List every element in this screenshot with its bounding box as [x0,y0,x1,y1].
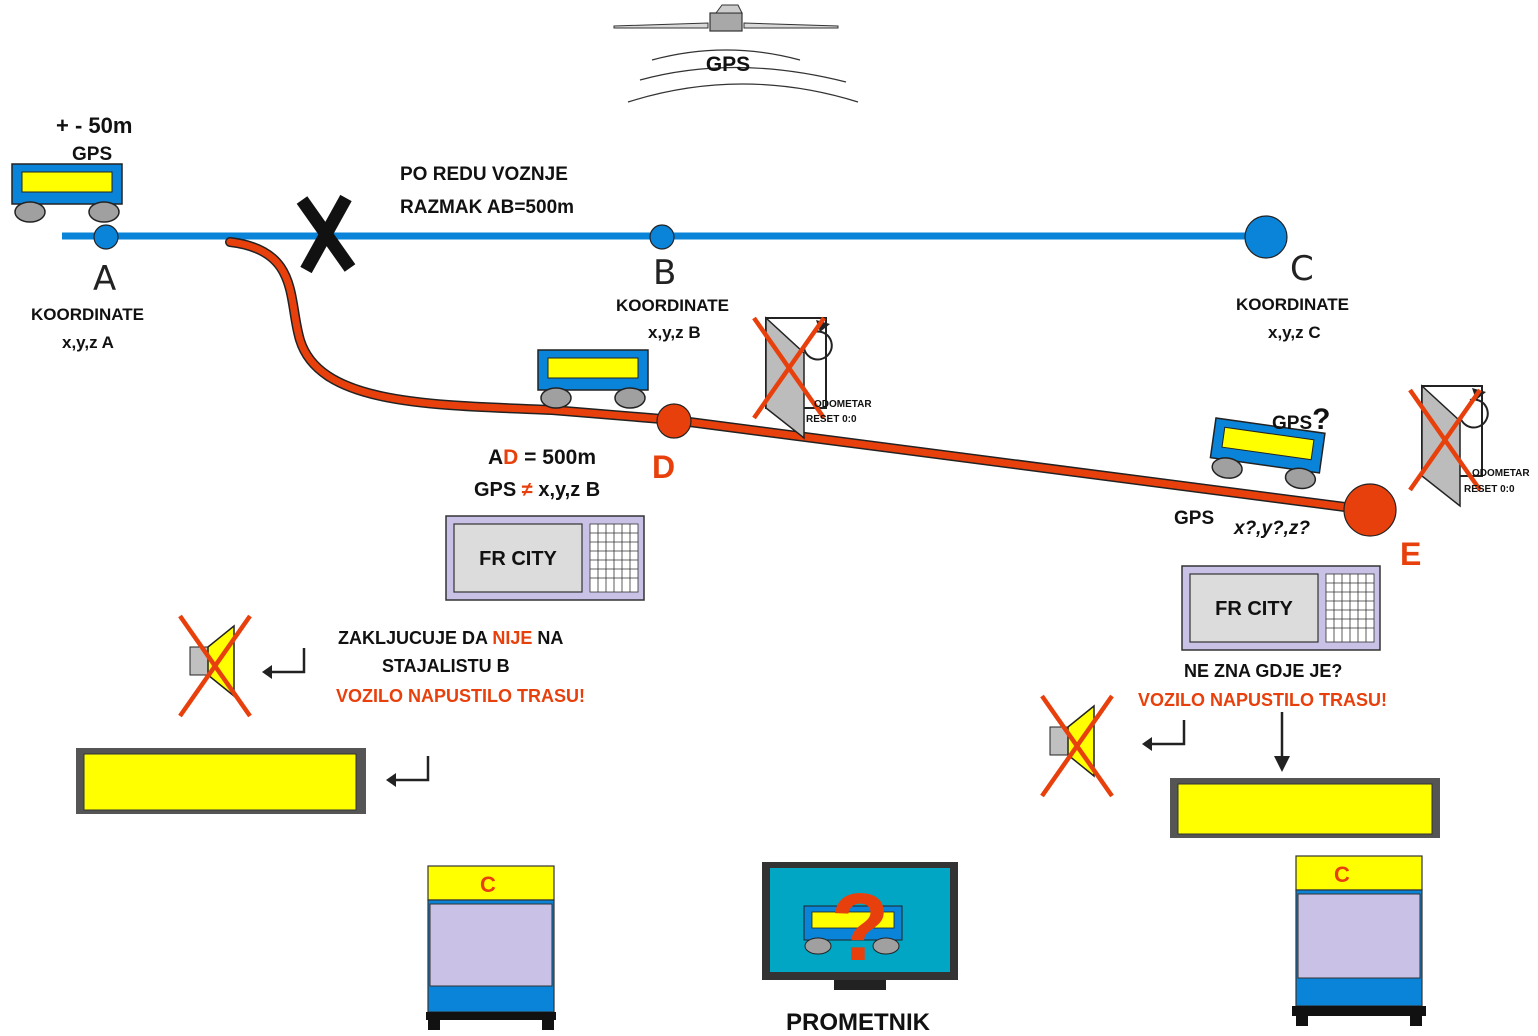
vehicle-a [11,163,123,223]
satellite-icon [613,4,859,103]
conclusion-d-line-1-hl: NIJE [492,628,532,648]
stop-a-coord-title: KOORDINATE [31,305,144,324]
stop-a-coord-value: x,y,z A [62,333,114,352]
stop-display-right [1292,855,1426,1026]
conclusion-e-line-1: NE ZNA GDJE JE? [1184,661,1342,681]
conclusion-d-line-1-post: NA [532,628,563,648]
odometer-e-label-2: RESET 0:0 [1464,484,1515,495]
point-d-letter: D [652,449,675,485]
point-d-distance: AD = 500m [488,446,596,469]
point-e-marker [1343,483,1397,537]
conclusion-d-line-2: STAJALISTU B [382,656,510,676]
stop-display-left-letter: C [480,872,496,897]
down-arrow-icon [1274,712,1290,772]
onboard-computer-d [445,515,645,601]
passenger-display-d-screen [83,753,357,811]
dispatcher-label: PROMETNIK [786,1009,931,1036]
vehicle-a-gps-label: GPS [72,144,112,165]
point-e-gps-q: GPS [1272,413,1312,434]
enter-arrow-d2-icon [384,754,430,789]
onboard-computer-e [1181,565,1381,651]
monitor-icon [762,862,958,990]
keypad-icon [589,523,639,593]
point-d-distance-post: = 500m [518,446,596,469]
device-d-label: FR CITY [479,548,557,570]
odometer-label-2: RESET 0:0 [806,414,857,425]
device-e-label: FR CITY [1215,598,1293,620]
point-d-gps-neq: ≠ [522,479,533,501]
stop-a-marker [93,224,119,250]
stop-b-marker [649,224,675,250]
route-blocked-icon [296,194,356,274]
schedule-line-2: RAZMAK AB=500m [400,197,574,218]
point-e-q-mark: ? [1312,403,1330,436]
point-e-gps-value: x?,y?,z? [1233,518,1310,539]
satellite-label: GPS [706,53,750,76]
schedule-line-1: PO REDU VOZNJE [400,164,568,185]
point-e-gps-label: GPS [1174,508,1214,529]
point-d-distance-pre: A [488,446,503,469]
vehicle-d [537,349,649,409]
point-d-distance-hl: D [503,446,518,469]
conclusion-d-line-1-pre: ZAKLJUCUJE DA [338,628,492,648]
conclusion-d-line-3: VOZILO NAPUSTILO TRASU! [336,686,585,706]
passenger-display-e-screen [1177,783,1433,835]
stop-display-right-letter: C [1334,862,1350,887]
stop-c-coord-title: KOORDINATE [1236,295,1349,314]
keypad-e-icon [1325,573,1375,643]
point-e-letter: E [1400,536,1421,572]
conclusion-d-line-1: ZAKLJUCUJE DA NIJE NA [338,628,563,648]
point-e-gps-question: GPS? [1272,403,1330,436]
point-d-gps-pre: GPS [474,479,522,501]
point-d-gps-post: x,y,z B [533,479,600,501]
odometer-label-1: ODOMETAR [814,399,872,410]
monitor-question-mark: ? [831,874,890,981]
stop-a-letter: A [93,259,116,299]
point-d-marker [656,403,692,439]
stop-display-left [426,865,556,1030]
tolerance-label: + - 50m [56,113,132,138]
stop-c-marker [1244,215,1288,259]
stop-b-coord-value: x,y,z B [648,323,701,342]
deviation-route-fill [226,238,1372,514]
odometer-e-label-1: ODOMETAR [1472,468,1530,479]
stop-c-coord-value: x,y,z C [1268,323,1321,342]
stop-b-coord-title: KOORDINATE [616,296,729,315]
enter-arrow-e-icon [1140,718,1186,753]
conclusion-e-line-2: VOZILO NAPUSTILO TRASU! [1138,690,1387,710]
point-d-gps: GPS ≠ x,y,z B [474,479,600,501]
stop-b-letter: B [653,253,676,293]
stop-c-letter: C [1290,249,1314,289]
enter-arrow-d1-icon [260,646,306,681]
